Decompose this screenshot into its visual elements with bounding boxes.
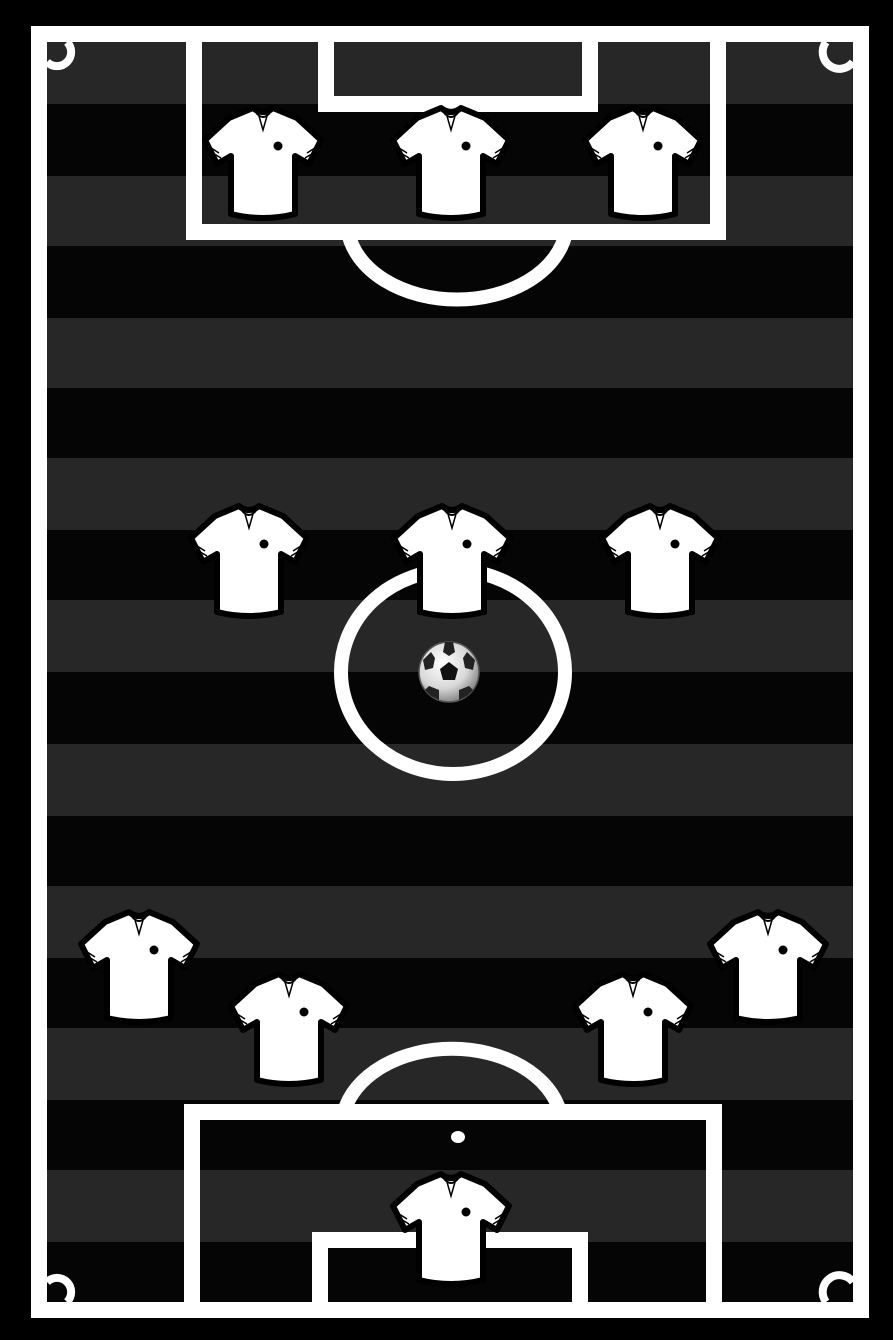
grass-stripe (39, 246, 861, 318)
grass-stripe (39, 1028, 861, 1100)
grass-stripe (39, 388, 861, 458)
grass-stripe (39, 318, 861, 388)
soccer-ball-icon (419, 642, 479, 702)
grass-stripe (39, 816, 861, 886)
penalty-spot (451, 1131, 465, 1143)
